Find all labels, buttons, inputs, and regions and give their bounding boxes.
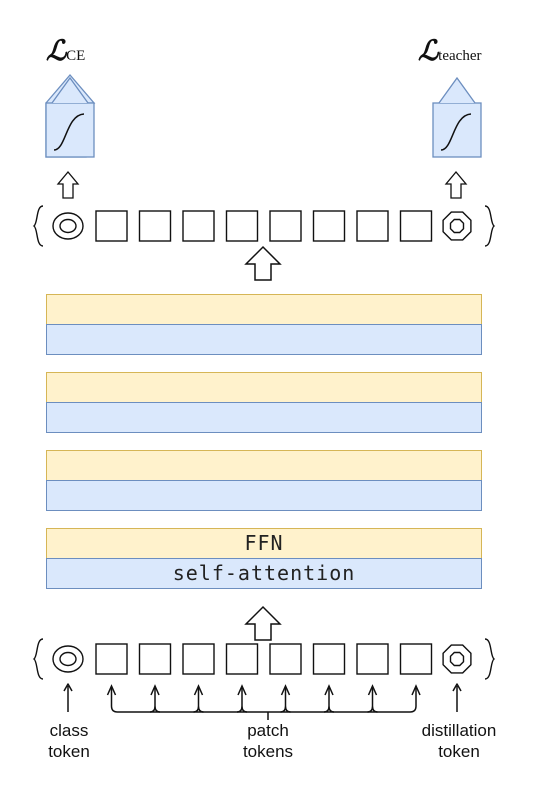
patch-branch [236, 688, 248, 713]
left-brace [32, 205, 44, 247]
right-brace [484, 205, 496, 247]
transformer-block-1: FFN self-attention [46, 528, 482, 589]
up-arrow-icon [244, 245, 282, 281]
patch-branch [323, 688, 335, 713]
patch-token [225, 643, 259, 675]
ce-loss-label: ℒCE [46, 34, 85, 67]
patch-token [138, 210, 172, 242]
distillation-token-label: distillation token [408, 720, 510, 762]
class-token-inner [59, 218, 77, 234]
arrow-head [150, 684, 160, 696]
class-token-inner [59, 651, 77, 667]
teacher-loss-symbol: ℒ [418, 34, 439, 67]
patch-token [399, 643, 433, 675]
patch-token [182, 643, 215, 675]
patch-bus [110, 688, 417, 713]
arrow-head [324, 684, 334, 696]
patch-token [312, 643, 346, 675]
up-arrow-icon [244, 605, 282, 641]
ffn-layer: FFN [46, 528, 482, 559]
patch-token [138, 643, 172, 675]
patch-token [269, 643, 302, 675]
distillation-token-inner [449, 218, 465, 234]
distill-label-line1: distillation [421, 721, 497, 740]
ce-loss-symbol: ℒ [46, 34, 67, 67]
up-arrow-icon [56, 170, 80, 199]
arrow-head [63, 683, 73, 692]
transformer-block-3 [46, 372, 482, 433]
self-attention-layer: self-attention [46, 558, 482, 589]
patch-branch [367, 688, 378, 713]
teacher-loss-label: ℒteacher [418, 34, 481, 67]
arrow-head [411, 684, 421, 696]
class-label-line1: class [49, 721, 89, 740]
transformer-block-2 [46, 450, 482, 511]
patch-token [356, 643, 389, 675]
patch-token [269, 210, 302, 242]
up-arrow-icon [444, 170, 468, 199]
arrow-head [193, 684, 204, 696]
class-token-label: class token [36, 720, 102, 762]
arrow-head [452, 683, 462, 692]
patch-label-line2: tokens [242, 742, 294, 761]
self-attention-layer [46, 480, 482, 511]
patch-branch [149, 688, 161, 713]
arrow-head [237, 684, 247, 696]
patch-token [225, 210, 259, 242]
patch-token [182, 210, 215, 242]
distill-label-line2: token [438, 742, 480, 761]
transformer-block-4 [46, 294, 482, 355]
class-label-line2: token [48, 742, 90, 761]
self-attention-layer [46, 402, 482, 433]
patch-token [312, 210, 346, 242]
input-token-row [32, 638, 496, 680]
patch-branch [280, 688, 291, 713]
ce-loss-subscript: CE [66, 48, 86, 64]
arrow-head [367, 684, 378, 696]
ffn-layer [46, 294, 482, 325]
right-brace [484, 638, 496, 680]
patch-token [95, 210, 128, 242]
sigmoid-icon [440, 113, 472, 151]
output-token-row [32, 205, 496, 247]
self-attention-layer [46, 324, 482, 355]
sigmoid-icon [53, 113, 85, 151]
ffn-layer [46, 450, 482, 481]
patch-tokens-label: patch tokens [228, 720, 308, 762]
distillation-token-inner [449, 651, 465, 667]
left-brace [32, 638, 44, 680]
patch-label-line1: patch [247, 721, 289, 740]
patch-token [95, 643, 128, 675]
ce-head [45, 74, 96, 158]
patch-token [356, 210, 389, 242]
ffn-layer [46, 372, 482, 403]
teacher-loss-subscript: teacher [438, 48, 482, 64]
patch-branch [193, 688, 204, 713]
arrow-head [106, 684, 117, 696]
arrow-head [280, 684, 291, 696]
teacher-head [432, 76, 482, 158]
patch-token [399, 210, 433, 242]
